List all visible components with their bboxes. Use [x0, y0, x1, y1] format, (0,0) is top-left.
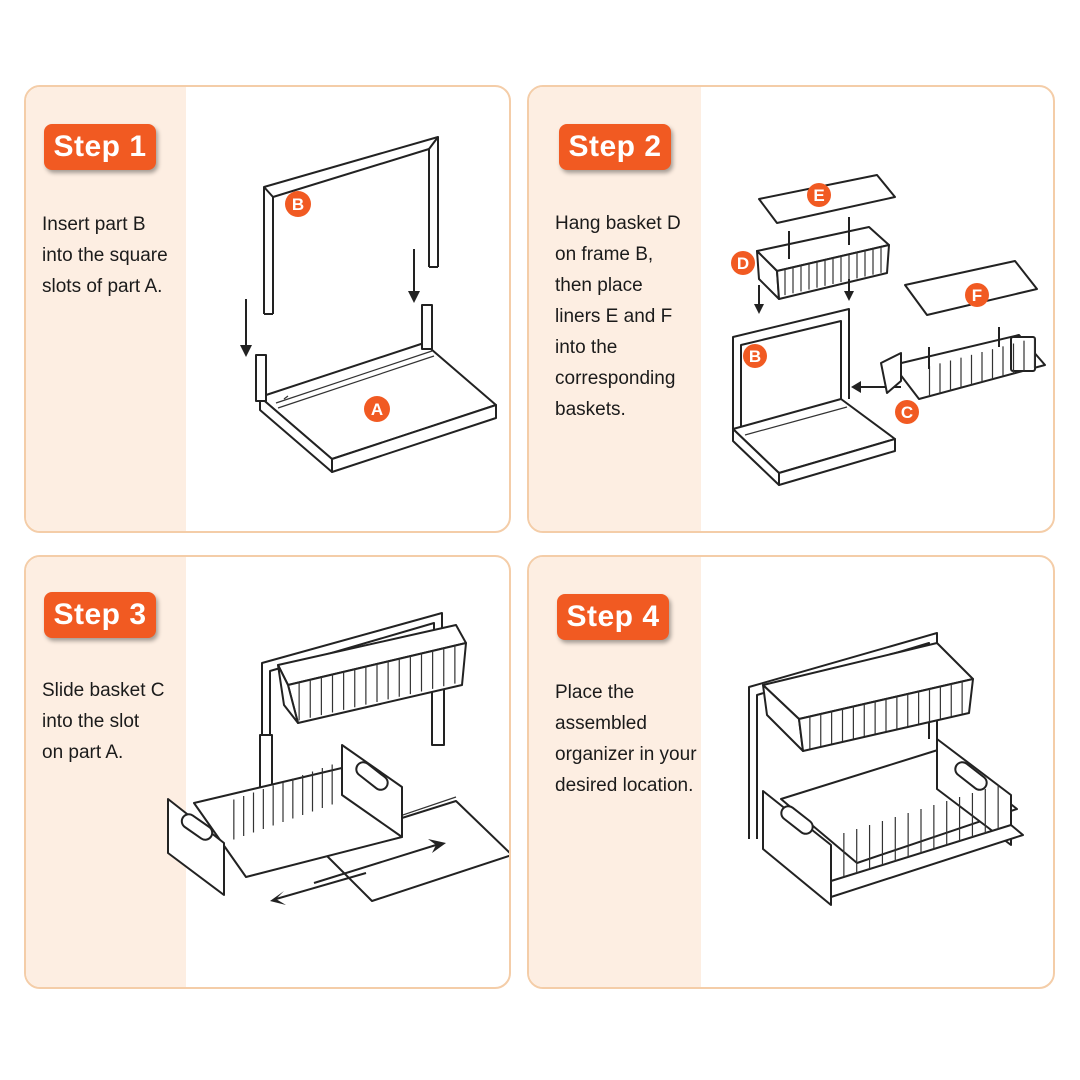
svg-text:D: D: [737, 254, 749, 273]
svg-text:C: C: [901, 403, 913, 422]
basket-c-drawing: [167, 744, 403, 896]
label-d-marker: D: [731, 251, 755, 275]
step-4-badge: Step 4: [557, 594, 669, 640]
label-b-marker: B: [743, 344, 767, 368]
step-3-line: into the slot: [42, 711, 140, 732]
step-3-line: on part A.: [42, 742, 124, 763]
step-2-line: baskets.: [555, 399, 626, 420]
step-2-line: Hang basket D: [555, 213, 681, 234]
step-2-instructions: Hang basket D on frame B, then place lin…: [555, 208, 681, 425]
down-arrow-icon: [240, 299, 252, 357]
svg-text:A: A: [371, 400, 383, 419]
down-arrow-icon: [408, 249, 420, 303]
assembled-organizer-drawing: [748, 632, 1024, 906]
step-4-line: Place the: [555, 682, 635, 703]
step-3-card: Step 3 Slide basket C into the slot on p…: [24, 555, 511, 989]
step-1-card: Step 1 Insert part B into the square slo…: [24, 85, 511, 533]
down-arrow-icon: [754, 285, 764, 314]
down-arrow-icon: [844, 279, 854, 301]
label-a-marker: A: [364, 396, 390, 422]
step-4-line: assembled: [555, 713, 647, 734]
step-4-diagram: [741, 619, 1031, 929]
svg-text:B: B: [292, 195, 304, 214]
step-4-line: desired location.: [555, 775, 694, 796]
step-3-badge: Step 3: [44, 592, 156, 638]
step-4-card: Step 4 Place the assembled organizer in …: [527, 555, 1055, 989]
basket-d-drawing: [756, 217, 890, 300]
label-c-marker: C: [895, 400, 919, 424]
step-4-instructions: Place the assembled organizer in your de…: [555, 677, 697, 801]
step-3-diagram: [166, 605, 509, 915]
svg-text:E: E: [813, 186, 824, 205]
svg-text:F: F: [972, 286, 982, 305]
label-b-marker: B: [285, 191, 311, 217]
step-2-badge: Step 2: [559, 124, 671, 170]
step-1-line: into the square: [42, 245, 168, 266]
label-f-marker: F: [965, 283, 989, 307]
step-1-line: Insert part B: [42, 214, 146, 235]
hanging-basket-drawing: [277, 624, 467, 724]
step-2-line: liners E and F: [555, 306, 673, 327]
step-1-diagram: B A: [226, 117, 509, 477]
slide-arrow-icon: [270, 839, 446, 905]
step-2-line: into the: [555, 337, 618, 358]
step-4-line: organizer in your: [555, 744, 697, 765]
label-e-marker: E: [807, 183, 831, 207]
step-1-instructions: Insert part B into the square slots of p…: [42, 209, 168, 302]
frame-b-drawing: [732, 308, 896, 486]
base-a-drawing: [255, 304, 497, 473]
svg-text:B: B: [749, 347, 761, 366]
frame-b-drawing: [263, 136, 439, 315]
step-2-line: corresponding: [555, 368, 676, 389]
step-2-diagram: E D F B C: [719, 167, 1049, 507]
frame-drawing: [259, 612, 445, 805]
step-1-line: slots of part A.: [42, 276, 163, 297]
step-1-badge: Step 1: [44, 124, 156, 170]
step-3-line: Slide basket C: [42, 680, 165, 701]
step-2-line: then place: [555, 275, 643, 296]
step-2-card: Step 2 Hang basket D on frame B, then pl…: [527, 85, 1055, 533]
basket-c-drawing: [880, 327, 1046, 400]
step-3-instructions: Slide basket C into the slot on part A.: [42, 675, 165, 768]
step-2-line: on frame B,: [555, 244, 654, 265]
